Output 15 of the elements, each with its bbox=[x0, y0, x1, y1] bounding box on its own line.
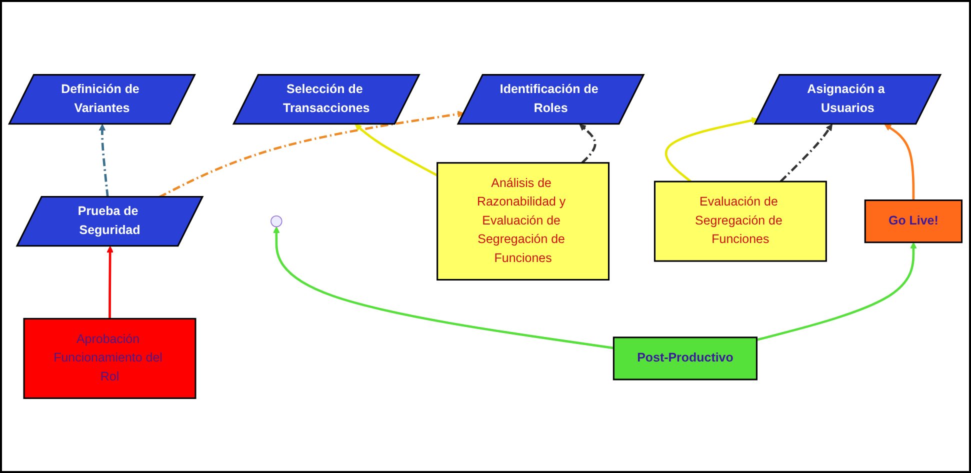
arrow bbox=[884, 124, 915, 200]
node-box: Post-Productivo bbox=[612, 336, 758, 380]
arrow bbox=[98, 124, 109, 198]
arrow bbox=[354, 124, 438, 176]
node-box: Go Live! bbox=[864, 199, 963, 244]
arrow bbox=[780, 124, 832, 182]
arrow bbox=[158, 110, 464, 198]
node-box: Evaluación de Segregación de Funciones bbox=[654, 180, 827, 262]
node-box: Aprobación Funcionamiento del Rol bbox=[23, 318, 196, 399]
arrow bbox=[579, 124, 596, 164]
arrow bbox=[273, 226, 614, 350]
arrow bbox=[756, 242, 917, 342]
arrow bbox=[106, 246, 114, 319]
node-box: Análisis de Razonabilidad y Evaluación de Segregación de Funciones bbox=[436, 162, 610, 281]
arrow bbox=[664, 117, 758, 182]
